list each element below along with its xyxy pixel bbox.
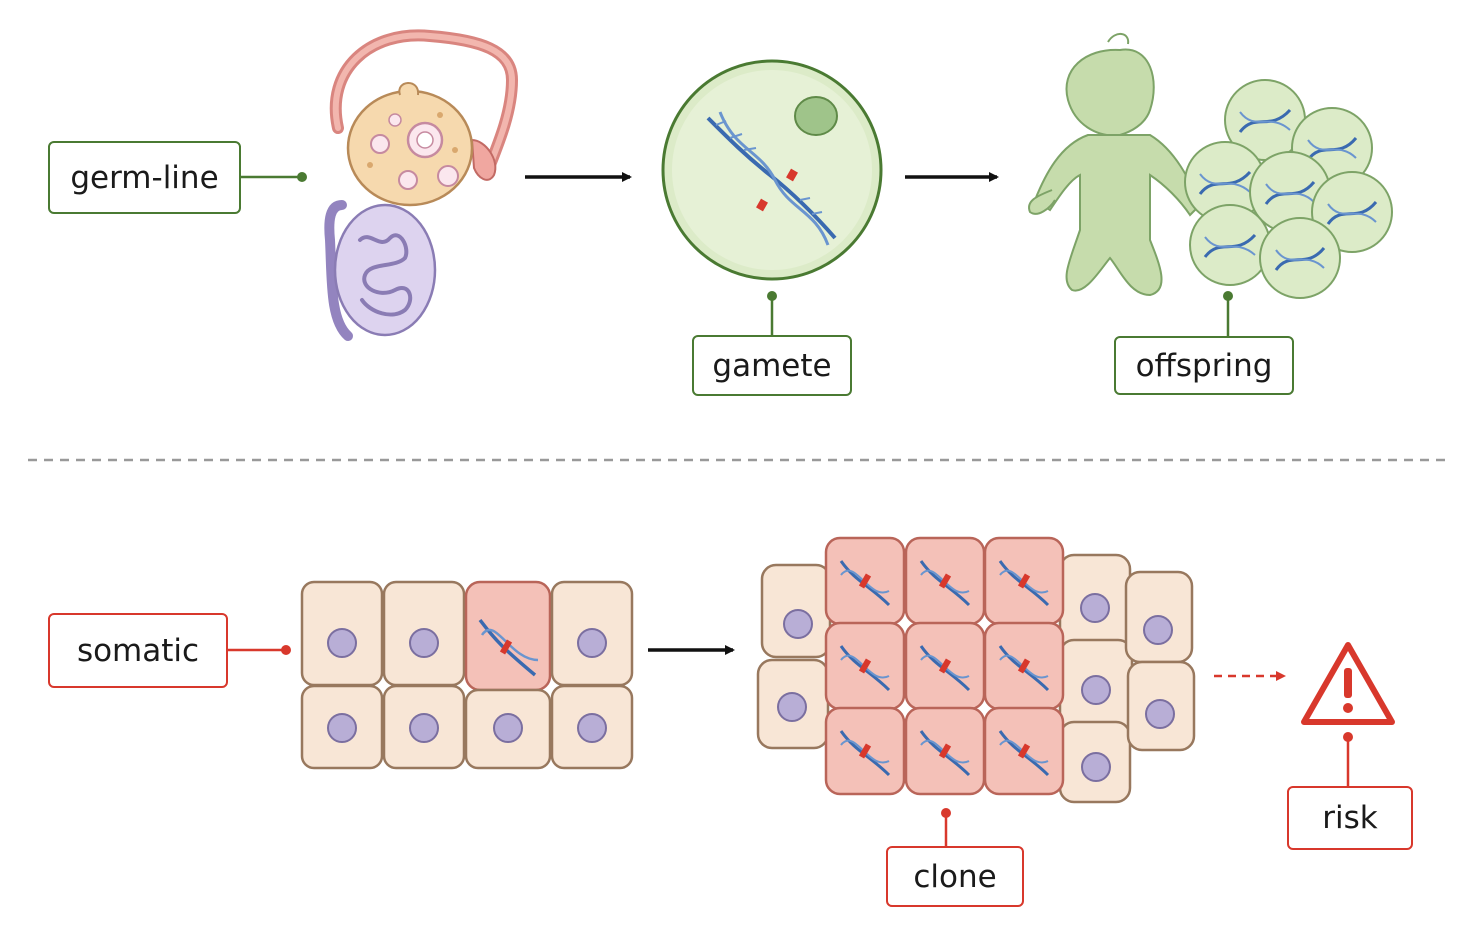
ovary-icon (329, 29, 519, 207)
tissue-cell (760, 563, 832, 659)
mutant-cell (983, 536, 1065, 626)
germline-label: germ-line (48, 141, 241, 214)
mutant-cell (983, 706, 1065, 796)
tissue-cell (464, 688, 552, 770)
offspring-connector (1223, 291, 1233, 338)
gamete-cell (661, 59, 883, 281)
somatic-label: somatic (48, 613, 228, 688)
mutant-cell (824, 536, 906, 626)
offspring-cell (1189, 204, 1271, 286)
tissue-cell (550, 580, 634, 687)
clone-label: clone (886, 846, 1024, 907)
offspring-cells (1184, 79, 1393, 299)
tissue-cell (1126, 660, 1196, 752)
normal-tissue (300, 580, 634, 770)
risk-label: risk (1287, 786, 1413, 850)
tissue-cell (300, 684, 384, 770)
risk-connector (1343, 732, 1353, 787)
gamete-connector (767, 291, 777, 336)
offspring-cell (1311, 171, 1393, 253)
clone-connector (941, 808, 951, 848)
mutant-cell (983, 621, 1065, 711)
baby-icon (1028, 33, 1202, 297)
mutant-cell (904, 621, 986, 711)
tissue-cell (382, 684, 466, 770)
clonal-tissue (756, 536, 1196, 804)
dna-icon (706, 111, 837, 246)
mutant-cell (824, 706, 906, 796)
mutant-cell (904, 706, 986, 796)
offspring-label: offspring (1114, 336, 1294, 395)
mutant-cell (904, 536, 986, 626)
mutant-cell (824, 621, 906, 711)
mutant-clone (824, 536, 1065, 796)
gamete-label: gamete (692, 335, 852, 396)
tissue-cell (756, 658, 830, 750)
offspring-cell (1249, 151, 1331, 233)
testis-icon (324, 200, 437, 341)
tissue-cell (550, 684, 634, 770)
tissue-cell (300, 580, 384, 687)
mutant-cell (464, 580, 552, 692)
offspring-cell (1259, 217, 1341, 299)
tissue-cell (382, 580, 466, 687)
tissue-cell (1058, 720, 1132, 804)
tissue-cell (1124, 570, 1194, 664)
warning-icon (1301, 642, 1395, 725)
somatic-connector (226, 645, 291, 655)
germline-connector (240, 172, 307, 182)
